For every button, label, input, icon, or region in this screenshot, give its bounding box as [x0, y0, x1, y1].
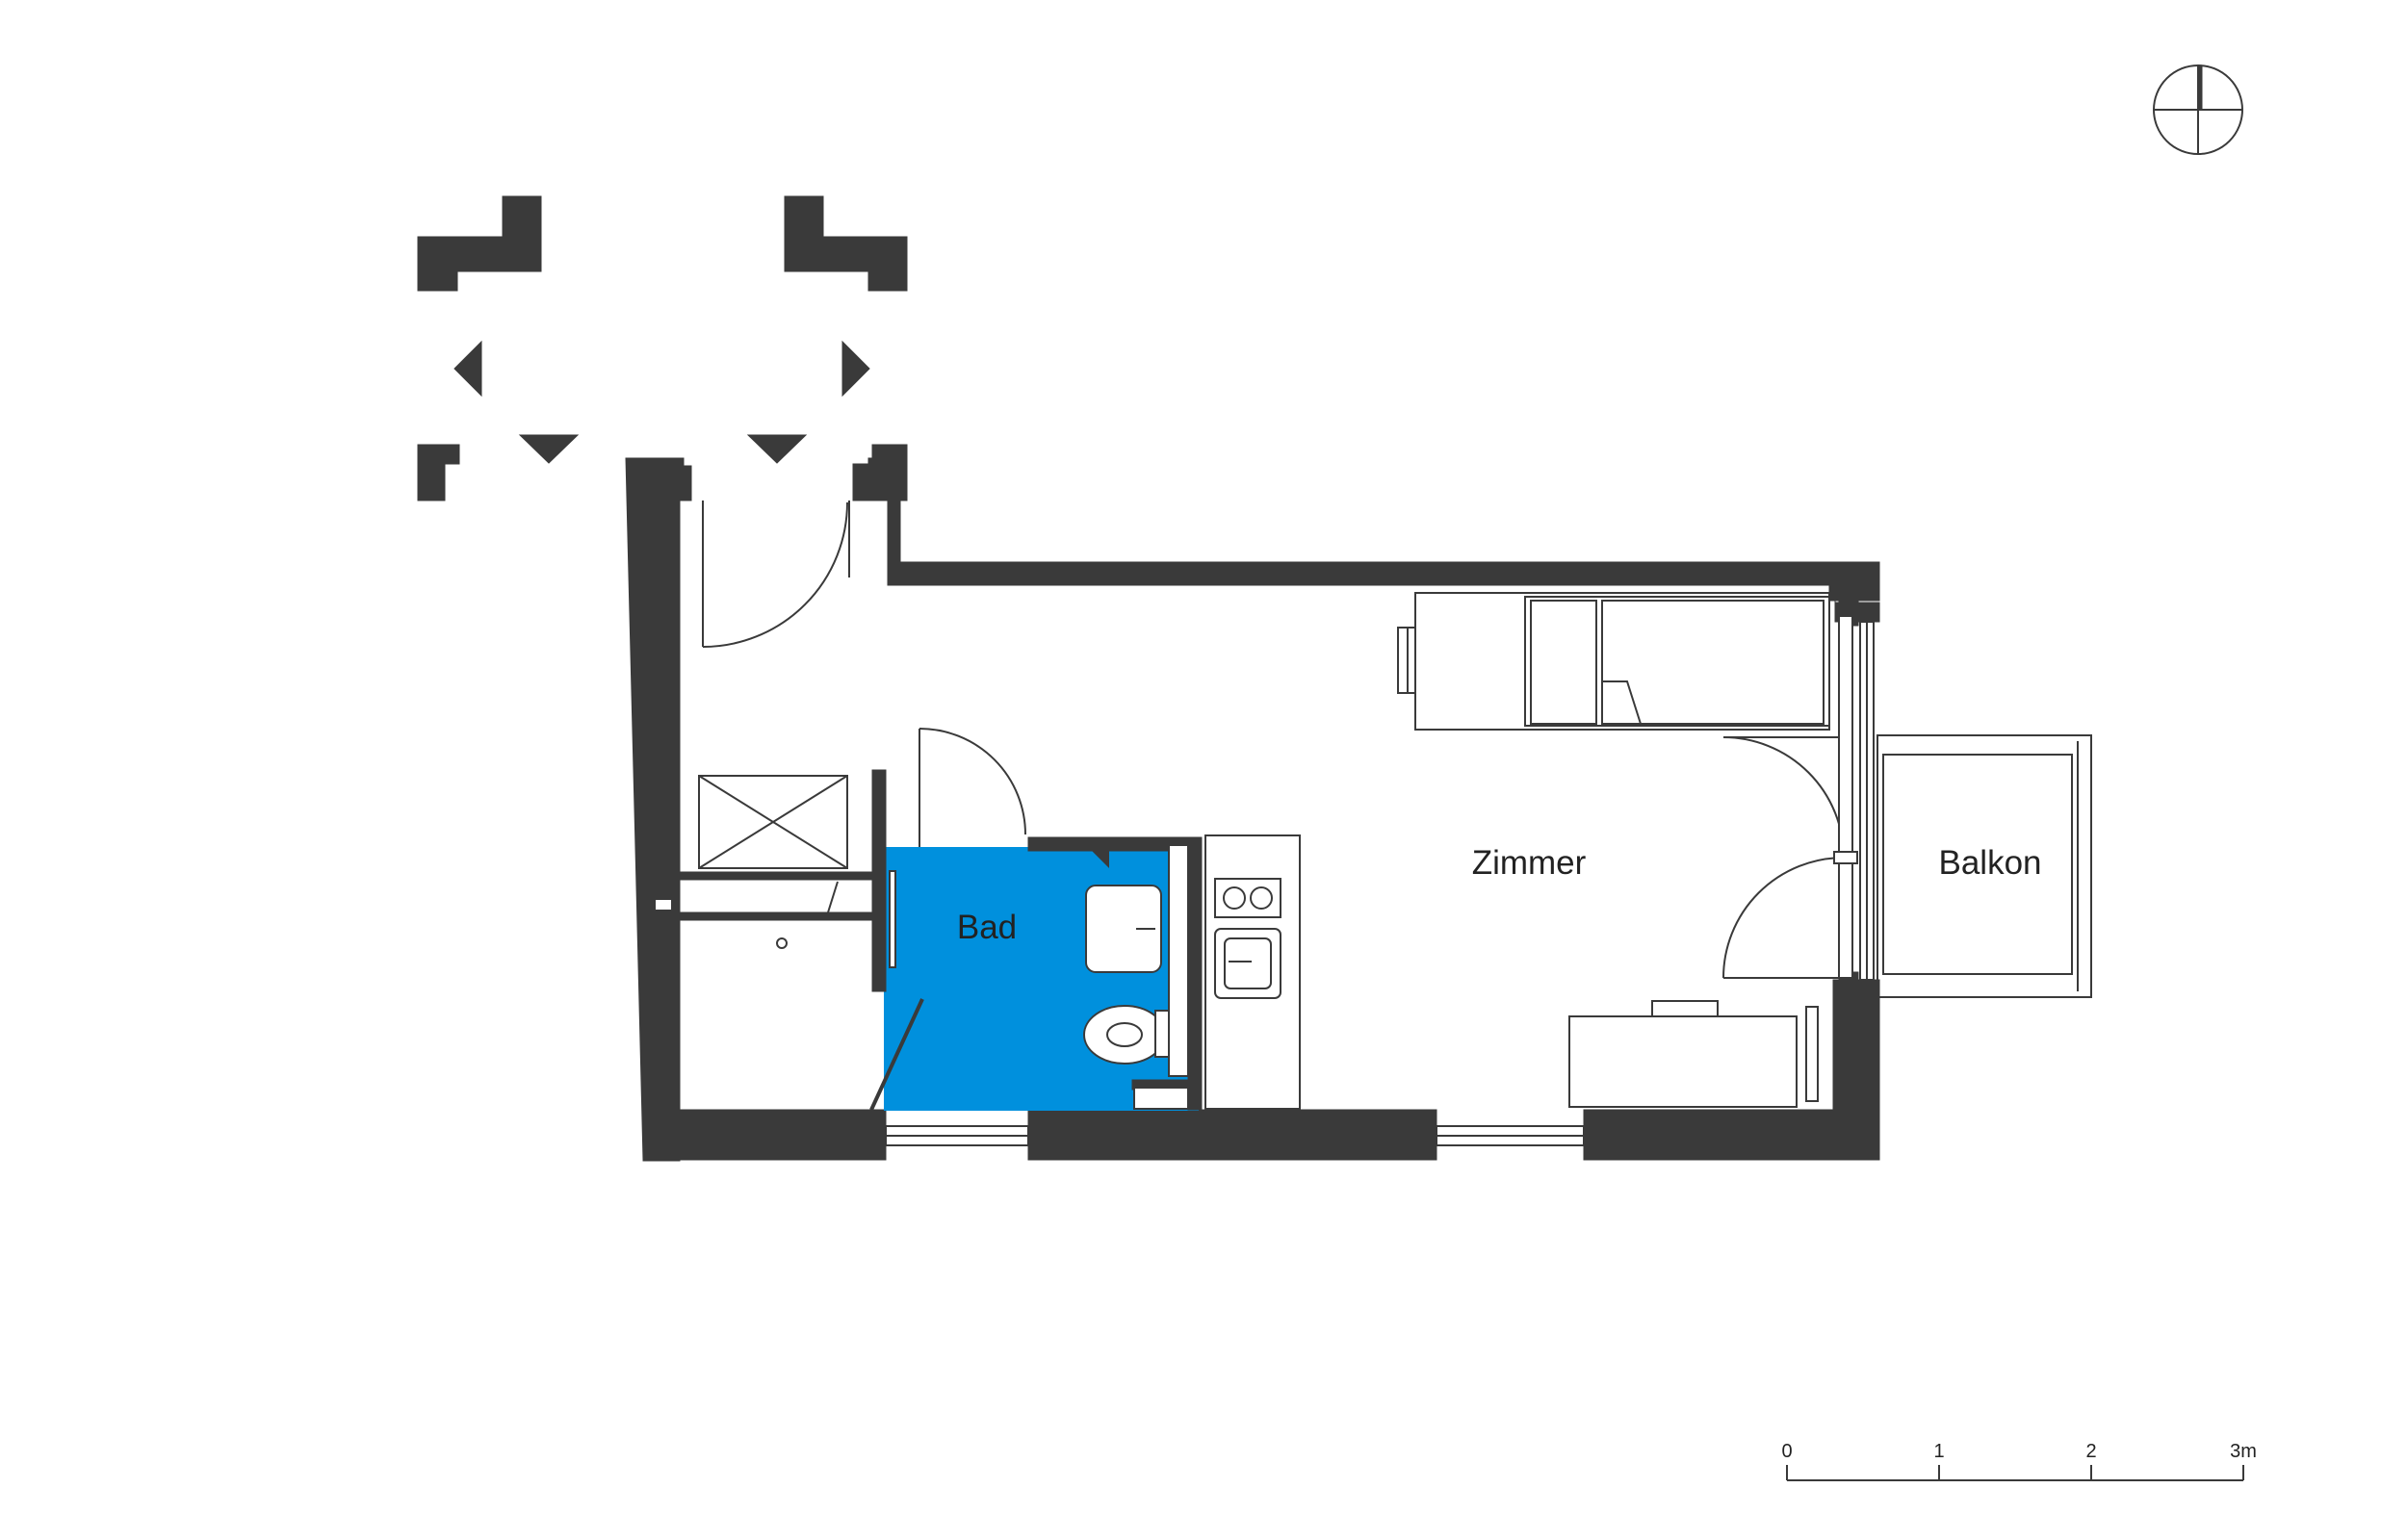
north-arrow-icon: [2153, 64, 2243, 155]
bathroom: Bad: [869, 728, 1203, 1111]
scale-label-1: 1: [1933, 1441, 1944, 1462]
balcony: Balkon: [1876, 734, 2092, 998]
room-label-zimmer: Zimmer: [1472, 844, 1587, 882]
room-label-balkon: Balkon: [1938, 844, 2041, 882]
scale-label-3m: 3m: [2230, 1441, 2257, 1462]
scale-label-2: 2: [2085, 1441, 2096, 1462]
windows: [885, 621, 1875, 1146]
corridor-columns: [417, 195, 908, 501]
kitchenette: [1204, 834, 1301, 1110]
direction-arrows: [453, 340, 870, 464]
balcony-doors: [1722, 615, 1858, 979]
scale-bar: 0 1 2 3m: [1781, 1441, 2257, 1481]
entry-door: [702, 500, 850, 648]
scale-label-0: 0: [1781, 1441, 1792, 1462]
room-label-bad: Bad: [957, 909, 1017, 946]
bed: [1397, 592, 1830, 731]
desk: [1568, 1000, 1819, 1108]
exterior-walls: [625, 457, 1880, 1162]
wardrobe: [654, 775, 881, 949]
